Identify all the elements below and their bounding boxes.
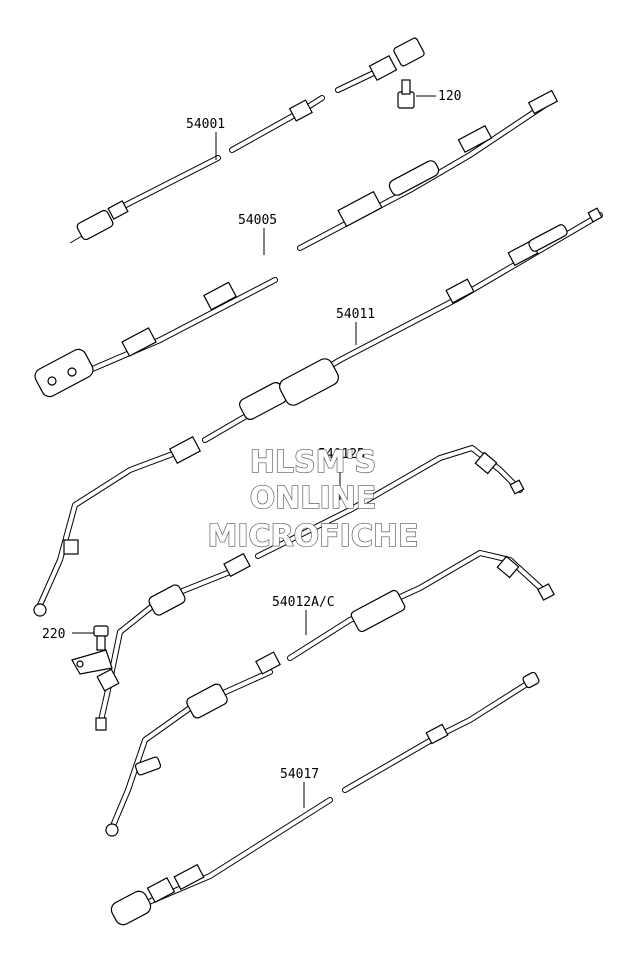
- throttle-cable-54012AC: [105, 550, 555, 837]
- watermark: HLSM'S ONLINE MICROFICHE: [207, 444, 419, 554]
- callout-54005: 54005: [238, 213, 277, 228]
- cable-54017: [110, 671, 540, 926]
- callout-54012AC: 54012A/C: [272, 595, 335, 610]
- callout-54012B: 54012B: [318, 447, 365, 462]
- callout-54017: 54017: [280, 767, 319, 782]
- screw-220: [93, 625, 109, 651]
- leader-lines: [72, 95, 436, 808]
- callout-120: 120: [438, 89, 461, 104]
- throttle-cable-54012B: [71, 445, 525, 731]
- choke-cable-54011: [33, 207, 603, 617]
- callout-54011: 54011: [336, 307, 375, 322]
- watermark-line2: ONLINE: [250, 481, 377, 516]
- watermark-line3: MICROFICHE: [208, 519, 419, 554]
- callout-54001: 54001: [186, 117, 225, 132]
- watermark-line1: HLSM'S: [250, 445, 376, 480]
- screw-120: [397, 79, 415, 109]
- clutch-cable-54005: [34, 89, 559, 398]
- speedometer-cable-54001: [69, 37, 425, 244]
- callout-220: 220: [42, 627, 65, 642]
